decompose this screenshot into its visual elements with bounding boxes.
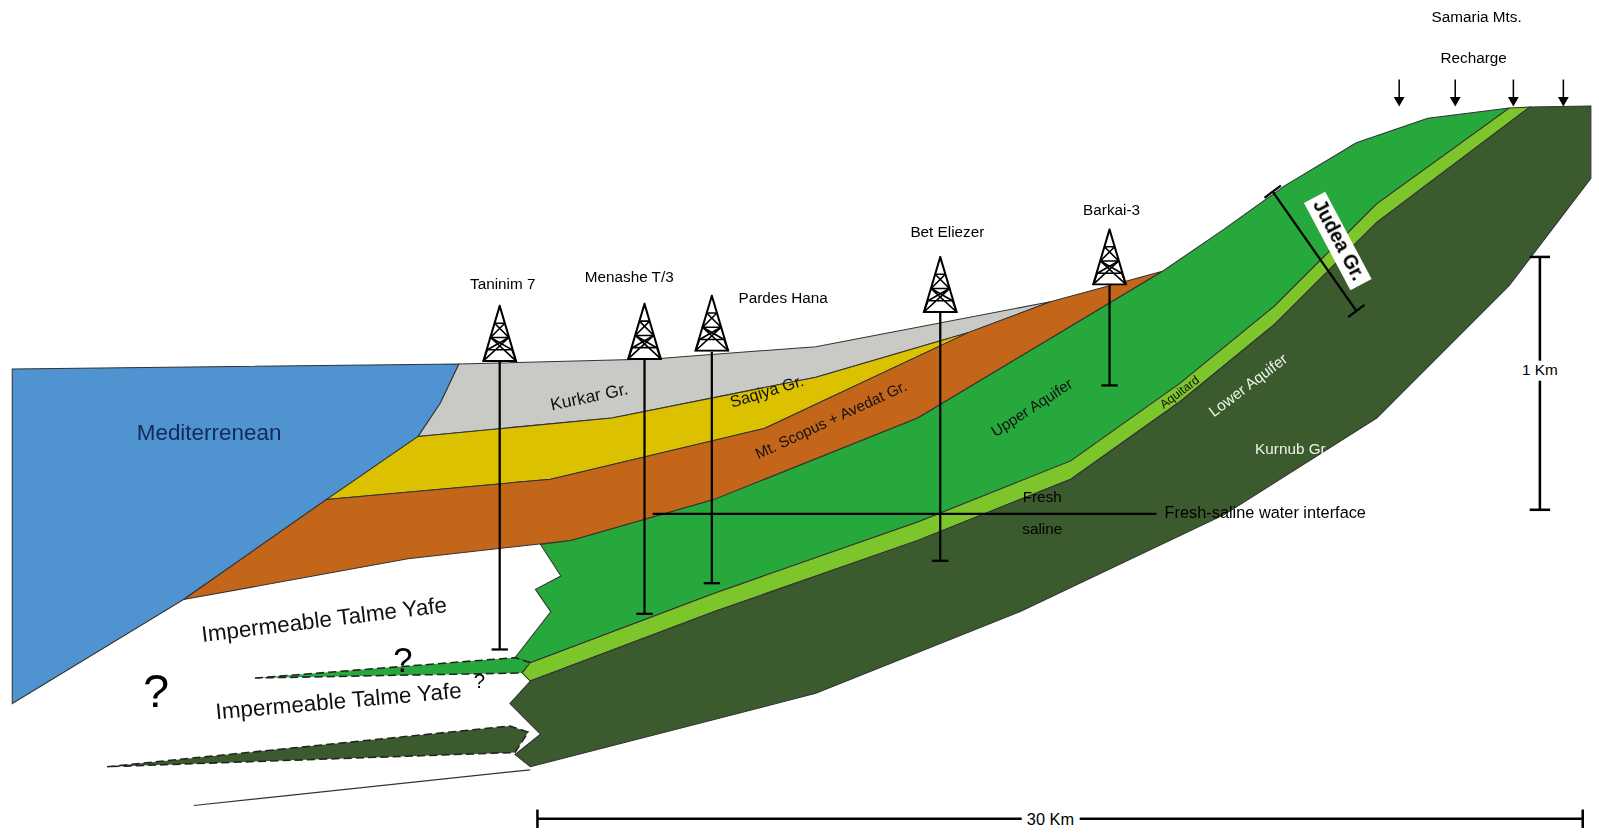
layer-band: Impermeable Talme Yafe: [215, 678, 463, 724]
text-label: Kurnub Gr.: [1255, 441, 1329, 458]
recharge-arrows: [1395, 80, 1567, 105]
text-label: Barkai-3: [1083, 202, 1140, 219]
well-tower: [1093, 229, 1126, 284]
text-label: Fresh: [1023, 489, 1062, 506]
text-label: Menashe T/3: [585, 269, 674, 286]
base-line: [194, 770, 531, 806]
well-tower: [696, 296, 729, 351]
layer-label: Mediterrenean: [137, 420, 282, 445]
text-label: saline: [1022, 521, 1062, 538]
well-tower: [483, 306, 516, 361]
unknown-mark: ?: [393, 642, 412, 680]
lower-aquifer: [510, 106, 1591, 767]
text-label: Samaria Mts.: [1432, 9, 1522, 26]
scale-bars: [537, 257, 1582, 828]
wells: [492, 285, 1118, 649]
text-label: 1 Km: [1517, 361, 1563, 380]
interface-line: [653, 513, 1157, 515]
text-label: Pardes Hana: [739, 289, 828, 306]
text-label: Taninim 7: [470, 276, 535, 293]
talme-yafe-green-tongue: [255, 658, 530, 678]
layer-label: Impermeable Talme Yafe: [214, 677, 462, 724]
text-label: Fresh-saline water interface: [1165, 504, 1366, 522]
layer-label: Impermeable Talme Yafe: [200, 592, 448, 647]
well-tower: [628, 304, 661, 359]
well-tower: [924, 257, 957, 312]
text-label: 30 Km: [1022, 810, 1079, 830]
talme-yafe-dark-tongue: [107, 726, 528, 767]
unknown-mark: ?: [143, 665, 169, 717]
layer-band: Impermeable Talme Yafe: [200, 593, 448, 648]
unknown-mark: ?: [474, 670, 485, 692]
text-label: Bet Eliezer: [910, 224, 984, 241]
layer-band: Mediterrenean: [137, 421, 282, 446]
text-label: Recharge: [1440, 50, 1506, 67]
